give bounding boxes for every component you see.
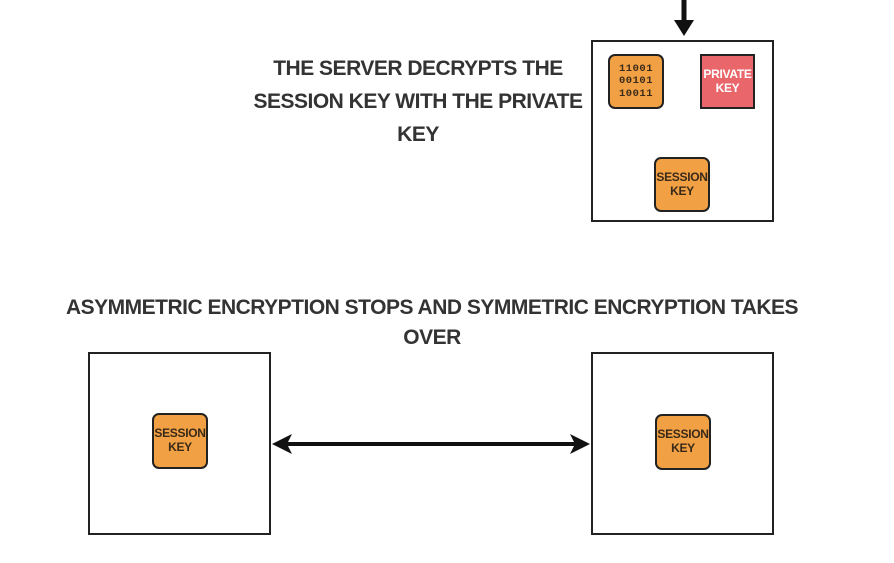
incoming-arrow-head xyxy=(674,20,694,36)
private-key-label-1: PRIVATE xyxy=(703,66,752,81)
binary-row-1: 11001 xyxy=(618,63,653,76)
decrypt-caption-line2: SESSION KEY WITH THE PRIVATE KEY xyxy=(253,90,583,146)
symmetric-takeover-caption: ASYMMETRIC ENCRYPTION STOPS AND SYMMETRI… xyxy=(65,296,799,349)
encrypted-session-key-binary: 11001 00101 10011 xyxy=(608,54,664,109)
session-key-label-2: KEY xyxy=(670,183,694,198)
private-key-box: PRIVATE KEY xyxy=(700,54,755,109)
private-key-label-2: KEY xyxy=(715,80,740,95)
session-key-label-1: SESSION xyxy=(656,169,708,184)
decrypt-caption-line1: THE SERVER DECRYPTS THE xyxy=(273,57,563,80)
decrypted-session-key: SESSION KEY xyxy=(654,157,710,212)
server-session-key-label-2: KEY xyxy=(671,441,695,455)
client-session-key-label-1: SESSION xyxy=(154,426,206,441)
server-session-key-label-1: SESSION xyxy=(657,427,709,442)
server-session-key: SESSION KEY xyxy=(655,414,711,470)
client-session-key-label-2: KEY xyxy=(168,440,192,454)
decrypt-caption: THE SERVER DECRYPTS THE SESSION KEY WITH… xyxy=(250,52,586,151)
client-session-key: SESSION KEY xyxy=(152,413,208,469)
binary-row-3: 10011 xyxy=(618,87,653,100)
binary-row-2: 00101 xyxy=(618,75,653,88)
